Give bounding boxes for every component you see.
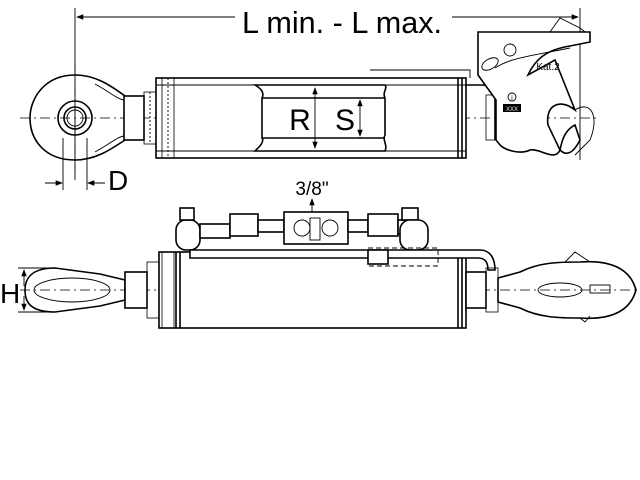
thread-callout: 3/8" (295, 179, 329, 215)
height-dimension: H (0, 267, 55, 313)
pin-diameter-dimension: D (45, 138, 128, 196)
quick-hook: Kat.2 I XXX (466, 17, 595, 156)
category-label: Kat.2 (536, 62, 560, 73)
stroke-label: S (335, 104, 355, 137)
box-mark: XXX (506, 107, 518, 113)
pin-diameter-label: D (108, 165, 128, 196)
roman-mark: I (511, 96, 513, 102)
length-dimension: L min. - L max. (74, 5, 581, 180)
valve-block (175, 207, 429, 251)
bottom-cylinder (158, 247, 496, 329)
height-label: H (0, 278, 20, 309)
top-eye (29, 74, 157, 161)
top-cylinder: R S (155, 69, 471, 159)
bottom-left-eye (24, 261, 160, 319)
bore-label: R (289, 104, 311, 137)
bottom-right-eye (465, 251, 637, 323)
length-label: L min. - L max. (242, 5, 442, 40)
thread-label: 3/8" (295, 179, 328, 200)
